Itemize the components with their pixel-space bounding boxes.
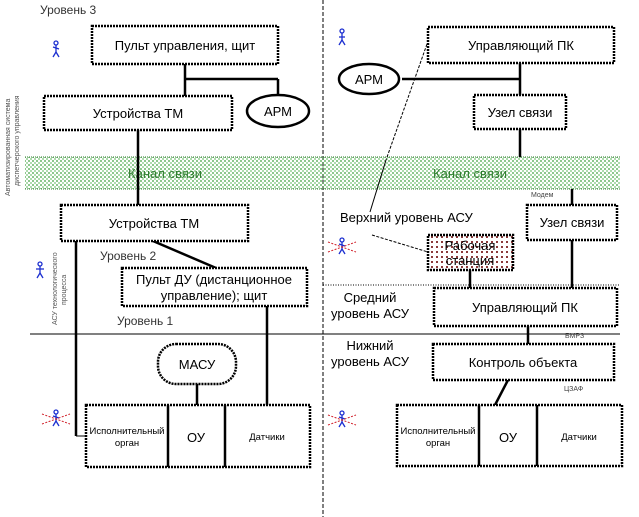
left-ou-label: ОУ — [187, 430, 206, 445]
arm-left-ellipse[interactable] — [245, 93, 311, 129]
side-label-asutp-line2: процесса — [61, 275, 68, 305]
pointer-line — [385, 43, 428, 161]
arm-right-ellipse[interactable] — [337, 62, 401, 96]
workstation-label-line2: станция — [446, 253, 494, 268]
czaf-label: ЦЗАФ — [564, 386, 583, 393]
tm-devices-top-label: Устройства ТМ — [93, 106, 183, 121]
arm-left-label: АРМ — [264, 104, 292, 119]
lower-level-label-line2: уровень АСУ — [331, 354, 410, 369]
middle-level-label-line1: Средний — [344, 290, 397, 305]
right-sensors-label: Датчики — [561, 432, 597, 443]
side-label-asutp-line1: АСУ технологического — [52, 252, 59, 325]
arm-right-label: АРМ — [355, 72, 383, 87]
comm-node-bottom-label: Узел связи — [540, 215, 605, 230]
object-control-box[interactable] — [431, 342, 616, 382]
remote-panel-label-line1: Пульт ДУ (дистанционное — [136, 272, 292, 287]
comm-node-bottom-box[interactable] — [525, 203, 619, 242]
remote-panel-label-line2: управление); щит — [161, 288, 268, 303]
control-pc-middle-box[interactable] — [432, 286, 619, 328]
bmrz-label: БМРЗ — [565, 333, 584, 340]
control-panel-box[interactable] — [90, 24, 280, 66]
remote-panel-box[interactable] — [120, 266, 309, 308]
masu-label: МАСУ — [179, 357, 216, 372]
operator-person-icon — [52, 40, 60, 58]
control-pc-top-box[interactable] — [426, 25, 616, 65]
connector — [493, 379, 510, 406]
workstation-label-line1: Рабочая — [445, 238, 496, 253]
crossed-person-icon-upper-right — [327, 237, 357, 255]
object-control-label: Контроль объекта — [469, 355, 578, 370]
control-pc-top-label: Управляющий ПК — [468, 38, 574, 53]
tm-devices-bottom-box[interactable] — [59, 203, 250, 243]
level3-label: Уровень 3 — [40, 3, 97, 17]
modem-label: Модем — [531, 192, 554, 199]
crossed-person-icon-left — [41, 409, 71, 427]
masu-box[interactable] — [156, 342, 238, 386]
lower-level-label-line1: Нижний — [346, 338, 393, 353]
side-label-adu-line2: диспетчерского управления — [14, 95, 21, 186]
comm-node-top-box[interactable] — [472, 93, 568, 131]
side-label-adu-line1: Автоматизированная система — [5, 99, 12, 196]
right-bottom-row — [395, 403, 624, 468]
right-actuator-label-line1: Исполнительный — [401, 426, 476, 437]
connector — [152, 239, 217, 270]
pointer-line — [369, 159, 387, 213]
tm-devices-bottom-label: Устройства ТМ — [109, 216, 199, 231]
comm-node-top-label: Узел связи — [488, 105, 553, 120]
right-ou-label: ОУ — [499, 430, 518, 445]
workstation-box[interactable] — [426, 233, 515, 272]
channel-label-right: Канал связи — [433, 166, 507, 181]
left-bottom-row — [84, 403, 312, 469]
dispatcher-person-icon — [36, 261, 44, 279]
channel-label-left: Канал связи — [128, 166, 202, 181]
left-actuator-label-line1: Исполнительный — [90, 426, 165, 437]
control-pc-middle-label: Управляющий ПК — [472, 300, 578, 315]
upper-level-label: Верхний уровень АСУ — [340, 210, 474, 225]
pointer-line — [371, 234, 429, 253]
left-sensors-label: Датчики — [249, 432, 285, 443]
operator-person-icon-right — [338, 28, 346, 46]
crossed-person-icon-lower-right — [327, 410, 357, 428]
channel-band — [25, 156, 620, 190]
middle-level-label-line2: уровень АСУ — [331, 306, 410, 321]
level1-label: Уровень 1 — [117, 314, 174, 328]
control-panel-label: Пульт управления, щит — [115, 38, 256, 53]
tm-devices-top-box[interactable] — [42, 94, 234, 132]
left-actuator-label-line2: орган — [115, 438, 139, 449]
right-actuator-label-line2: орган — [426, 438, 450, 449]
level2-label: Уровень 2 — [100, 249, 157, 263]
